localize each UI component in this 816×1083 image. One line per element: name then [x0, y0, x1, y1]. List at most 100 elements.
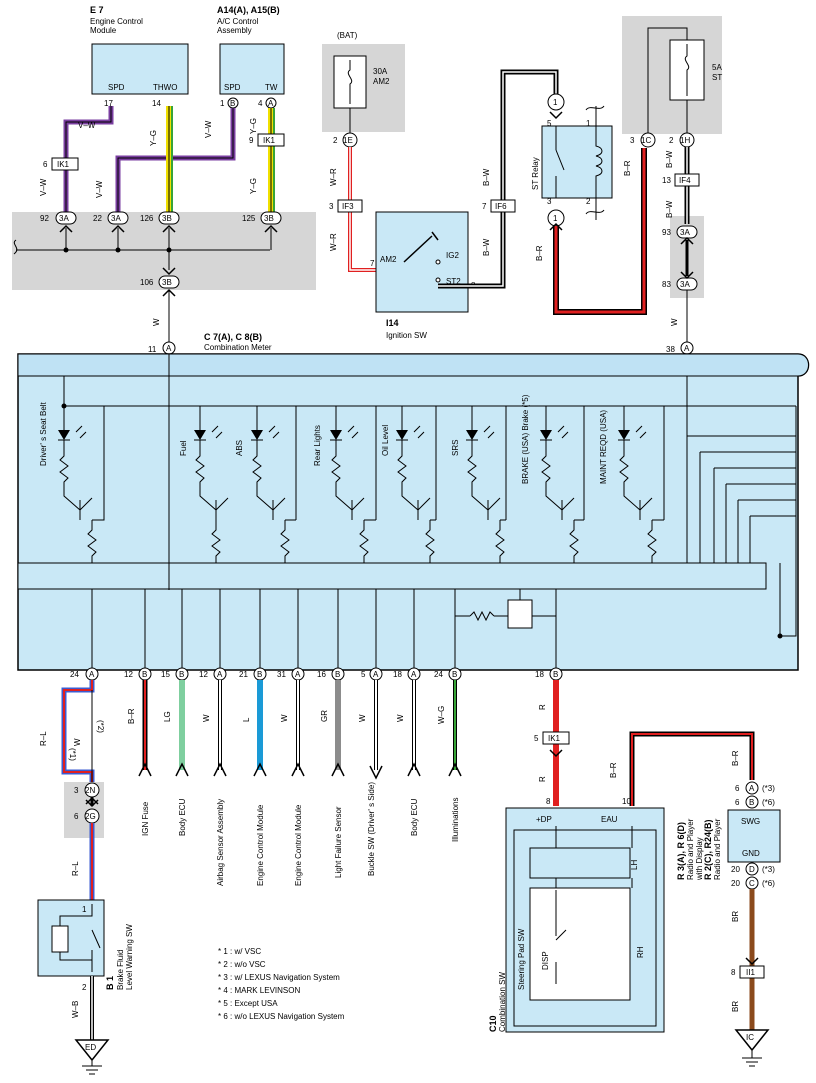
- note-5: * 5 : Except USA: [218, 999, 278, 1008]
- connector-ik1-left-pin: 6: [43, 160, 48, 169]
- pin-18a-conn: A: [411, 670, 417, 679]
- brake-fluid-switch-box: [37, 899, 105, 977]
- pin-12a-num: 12: [199, 670, 208, 679]
- steering-disp-label: DISP: [541, 951, 550, 970]
- a14-name-line1: A/C Control: [217, 17, 259, 26]
- steering-pin-10: 10: [622, 797, 631, 806]
- radio-pin-6b: [745, 795, 759, 809]
- pin-12b-num: 12: [124, 670, 133, 679]
- jc-3a-1: [55, 211, 77, 225]
- jc-1c-pin: 3: [630, 136, 635, 145]
- lamp-6-circuit: [466, 425, 506, 563]
- dest-body-ecu-2: Body ECU: [410, 798, 419, 836]
- connector-ik1-bottom: [542, 731, 570, 745]
- wire-label-bw-1: B–W: [482, 168, 491, 186]
- jc-3a-2: [107, 211, 129, 225]
- jc-2n-pin: 3: [74, 786, 79, 795]
- lamp-8-circuit: [618, 425, 664, 563]
- relay-pin-1-bottom-label: 1: [553, 214, 558, 223]
- pin-15b-num: 15: [161, 670, 170, 679]
- wire-label-yg-1: Y–G: [149, 130, 158, 146]
- steering-pin-8: 8: [546, 797, 551, 806]
- meter-pin-11: 11: [148, 345, 157, 354]
- relay-name: ST Relay: [531, 157, 540, 190]
- ground-ic-label: IC: [746, 1033, 754, 1042]
- ignition-switch-box: [375, 211, 469, 313]
- radio-pin-6a-conn: A: [749, 784, 755, 793]
- wire-label-rl-1: R–L: [39, 731, 48, 746]
- notes: * 1 : w/ VSC * 2 : w/o VSC * 3 : w/ LEXU…: [218, 947, 345, 1021]
- jc-3b-106: [158, 275, 180, 289]
- pin-18a-num: 18: [393, 670, 402, 679]
- wire-a14-spd: [115, 108, 236, 212]
- jc-2g-pin: 6: [74, 812, 79, 821]
- wire-label-br-2: B–R: [623, 160, 632, 176]
- e7-thwo-label: THWO: [153, 83, 177, 92]
- jc-2n-label: 2N: [85, 786, 95, 795]
- st-fuse-amp: 5A: [712, 63, 722, 72]
- wire-label-rl-2: R–L: [71, 861, 80, 876]
- jc-106: 106: [140, 278, 154, 287]
- am2-fuse-name: AM2: [373, 77, 390, 86]
- wire-label-br-eau: B–R: [609, 762, 618, 778]
- jc-3b-106-label: 3B: [162, 278, 172, 287]
- meter-internal-wiring: [63, 354, 797, 670]
- lamp-labels: Driver' s Seat Belt Fuel ABS Rear Lights…: [39, 394, 608, 484]
- pin-24b-num: 24: [434, 670, 443, 679]
- lamp-label-seat-belt: Driver' s Seat Belt: [39, 401, 48, 466]
- wire-label-gr: GR: [320, 710, 329, 722]
- jc-83: 83: [662, 280, 671, 289]
- meter-bottom-pins: 24 A 12 B 15 B 12 A 21 B 31 A 16 B 5 A 1…: [70, 667, 563, 681]
- wire-wr-1-core: [349, 147, 380, 271]
- wire-label-vw-1: V–W: [78, 121, 96, 130]
- steering-eau: EAU: [601, 815, 618, 824]
- a14-pin-4: 4: [258, 99, 263, 108]
- wire-label-wr-2: W–R: [329, 233, 338, 251]
- wire-a14-spd-core: [117, 108, 234, 212]
- meter-dot-2: [61, 403, 67, 409]
- brake-note-1: (*1): [68, 748, 77, 761]
- st-relay-box: [541, 125, 613, 199]
- jc-3a-83-label: 3A: [680, 280, 690, 289]
- lamp-driver-5: [396, 425, 436, 563]
- wire-rl-brake-red: [63, 680, 93, 782]
- meter-resistor: [469, 610, 495, 622]
- lamp-5-circuit: [396, 425, 436, 563]
- note-6: * 6 : w/o LEXUS Navigation System: [218, 1012, 345, 1021]
- wire-label-bw-2: B–W: [482, 238, 491, 256]
- radio-gnd: GND: [742, 849, 760, 858]
- combination-meter-body: [17, 353, 810, 671]
- jc-1h-label: 1H: [680, 136, 690, 145]
- a14-name-line2: Assembly: [217, 26, 252, 35]
- wire-label-br-brown-1: BR: [731, 911, 740, 922]
- lamp-4-led: [330, 430, 342, 440]
- radio-note-3a: (*3): [762, 784, 775, 793]
- wire-label-w-body: W: [396, 714, 405, 722]
- junction-connectors-top: 3A 92 3A 22 3B 126 3B 125: [40, 211, 282, 225]
- jc-1e-pin: 2: [333, 136, 338, 145]
- wire-label-vw-4: V–W: [95, 180, 104, 198]
- jc-3a-2-label: 3A: [111, 214, 121, 223]
- a14-pin-b: B: [230, 99, 235, 108]
- ground-ic-triangle: [734, 1029, 770, 1052]
- wire-bw-ign-relay-core: [438, 71, 557, 287]
- jc-93: 93: [662, 228, 671, 237]
- dest-airbag: Airbag Sensor Assembly: [216, 799, 225, 886]
- wire-label-wr-1: W–R: [329, 168, 338, 186]
- connector-if3: [337, 199, 363, 213]
- meter-driver-block: [507, 599, 533, 629]
- lamp-drivers: [58, 425, 664, 563]
- ignition-name: Ignition SW: [386, 331, 427, 340]
- ground-ed-lines: [82, 1060, 102, 1075]
- st-fuse-name: ST: [712, 73, 722, 82]
- ground-ed-label: ED: [85, 1043, 96, 1052]
- meter-pin-38: 38: [666, 345, 675, 354]
- radio-pin-6a-num: 6: [735, 784, 740, 793]
- radio-pin-6b-num: 6: [735, 798, 740, 807]
- radio-note-6a: (*6): [762, 798, 775, 807]
- pin-24a-conn: A: [89, 670, 95, 679]
- lamp-driver-1: [58, 425, 97, 563]
- combination-meter-band: [17, 353, 809, 377]
- connector-if4-pin: 13: [662, 176, 671, 185]
